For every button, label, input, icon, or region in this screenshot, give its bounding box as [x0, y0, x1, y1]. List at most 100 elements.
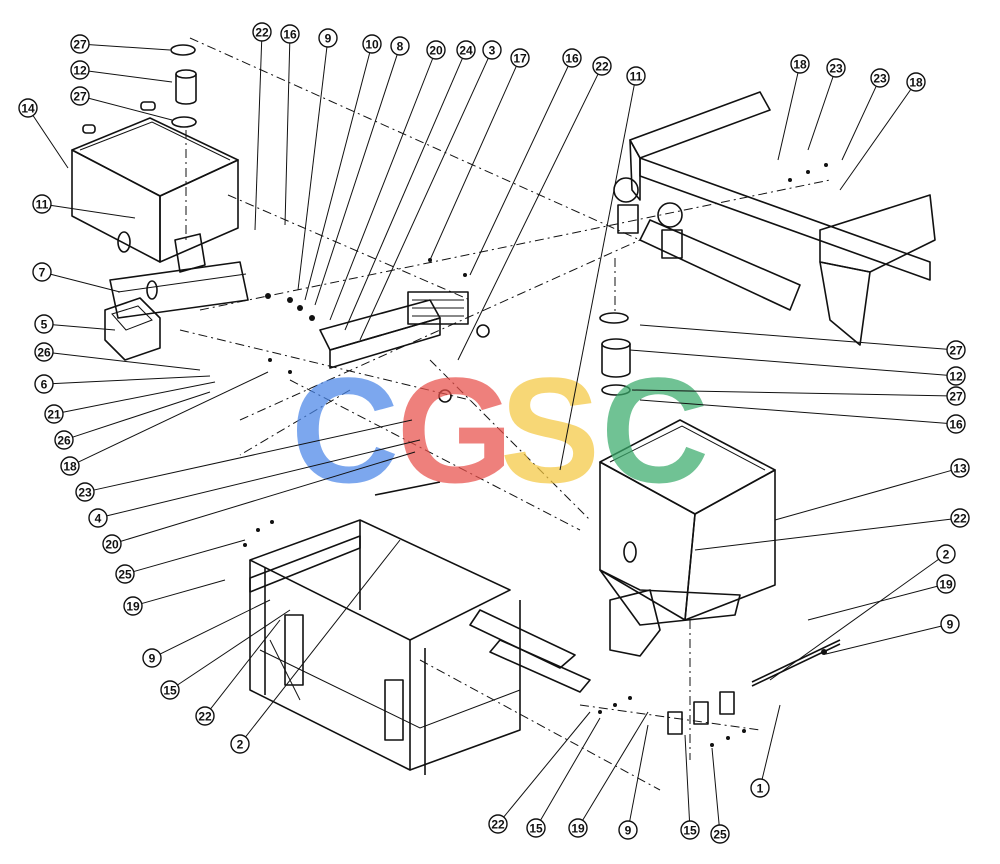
callout-bubble: [950, 508, 970, 528]
assembly-lines: [179, 37, 831, 791]
callout-bubble: [482, 40, 502, 60]
callout-bubble: [123, 596, 143, 616]
callout-number: 27: [949, 344, 963, 358]
callout-22: 22: [488, 814, 508, 834]
callout-number: 2: [943, 548, 950, 562]
callout-leader-line: [106, 439, 421, 517]
callout-leader-line: [93, 419, 413, 491]
watermark-letter-s: S: [500, 346, 600, 514]
right-hopper: [599, 419, 776, 657]
callout-leader-line: [559, 84, 635, 471]
callout-number: 4: [95, 512, 102, 526]
callout-leader-line: [72, 391, 211, 438]
upper-right-frame: [613, 91, 936, 346]
callout-leader-line: [245, 539, 401, 738]
callout-bubble: [70, 86, 90, 106]
callout-bubble: [592, 56, 612, 76]
callout-number: 19: [126, 600, 140, 614]
right-lower-brackets: [667, 639, 841, 735]
callout-leader-line: [314, 54, 398, 306]
callout-bubble: [750, 778, 770, 798]
callout-number: 3: [489, 44, 496, 58]
watermark-letter-c-2: C: [601, 346, 709, 514]
callout-number: 16: [565, 52, 579, 66]
top-sleeve-parts: [170, 44, 197, 128]
watermark: C G S C: [291, 346, 709, 514]
callout-number: 19: [571, 822, 585, 836]
callout-number: 27: [73, 90, 87, 104]
callout-leader-line: [503, 711, 591, 818]
callout-23: 23: [75, 482, 95, 502]
callout-bubble: [102, 534, 122, 554]
center-crossbar: [319, 291, 490, 496]
callout-9: 9: [318, 28, 338, 48]
callout-number: 16: [283, 28, 297, 42]
callout-number: 14: [21, 102, 35, 116]
callout-bubble: [488, 814, 508, 834]
callout-6: 6: [34, 374, 54, 394]
callout-2: 2: [230, 734, 250, 754]
callout-number: 6: [41, 378, 48, 392]
callout-leader-line: [159, 599, 271, 655]
callout-number: 9: [625, 824, 632, 838]
callout-23: 23: [870, 68, 890, 88]
callout-number: 20: [105, 538, 119, 552]
callout-bubble: [32, 194, 52, 214]
callout-leader-line: [639, 399, 948, 424]
callout-27: 27: [70, 34, 90, 54]
callout-bubble: [790, 54, 810, 74]
callout-1: 1: [750, 778, 770, 798]
callout-leader-line: [359, 57, 489, 341]
callout-number: 18: [909, 76, 923, 90]
callout-12: 12: [946, 366, 966, 386]
callout-4: 4: [88, 508, 108, 528]
callout-7: 7: [32, 262, 52, 282]
callout-9: 9: [618, 820, 638, 840]
callout-22: 22: [592, 56, 612, 76]
callout-leader-line: [284, 42, 291, 226]
callout-15: 15: [526, 818, 546, 838]
lower-frame: [249, 519, 591, 775]
callout-25: 25: [115, 564, 135, 584]
callout-bubble: [710, 824, 730, 844]
left-hopper: [71, 101, 249, 319]
callout-leader-line: [839, 89, 912, 191]
callout-20: 20: [102, 534, 122, 554]
callout-number: 12: [73, 64, 87, 78]
callout-number: 23: [829, 62, 843, 76]
callout-19: 19: [936, 574, 956, 594]
callout-number: 22: [198, 710, 212, 724]
callout-22: 22: [950, 508, 970, 528]
callout-leader-line: [254, 40, 263, 231]
callout-bubble: [936, 544, 956, 564]
callout-14: 14: [18, 98, 38, 118]
callout-bubble: [946, 386, 966, 406]
callout-bubble: [946, 366, 966, 386]
callout-leader-line: [631, 389, 948, 397]
callout-bubble: [626, 66, 646, 86]
callout-10: 10: [362, 34, 382, 54]
callout-26: 26: [54, 430, 74, 450]
callout-18: 18: [790, 54, 810, 74]
callout-bubble: [60, 456, 80, 476]
callout-number: 24: [459, 44, 473, 58]
callout-number: 22: [953, 512, 967, 526]
callout-bubble: [680, 820, 700, 840]
callout-leader-line: [32, 115, 69, 169]
callout-leader-line: [694, 518, 952, 551]
callout-number: 27: [73, 38, 87, 52]
callout-number: 19: [939, 578, 953, 592]
callout-11: 11: [32, 194, 52, 214]
callout-number: 27: [949, 390, 963, 404]
callout-leader-line: [141, 579, 226, 605]
callout-bubble: [906, 72, 926, 92]
callout-bubble: [510, 48, 530, 68]
callout-bubble: [526, 818, 546, 838]
callout-number: 23: [873, 72, 887, 86]
callout-leader-line: [774, 469, 952, 521]
callout-leader-line: [120, 451, 416, 542]
callout-number: 26: [57, 434, 71, 448]
callout-13: 13: [950, 458, 970, 478]
callout-leader-line: [177, 609, 291, 686]
callout-leader-line: [761, 704, 781, 780]
